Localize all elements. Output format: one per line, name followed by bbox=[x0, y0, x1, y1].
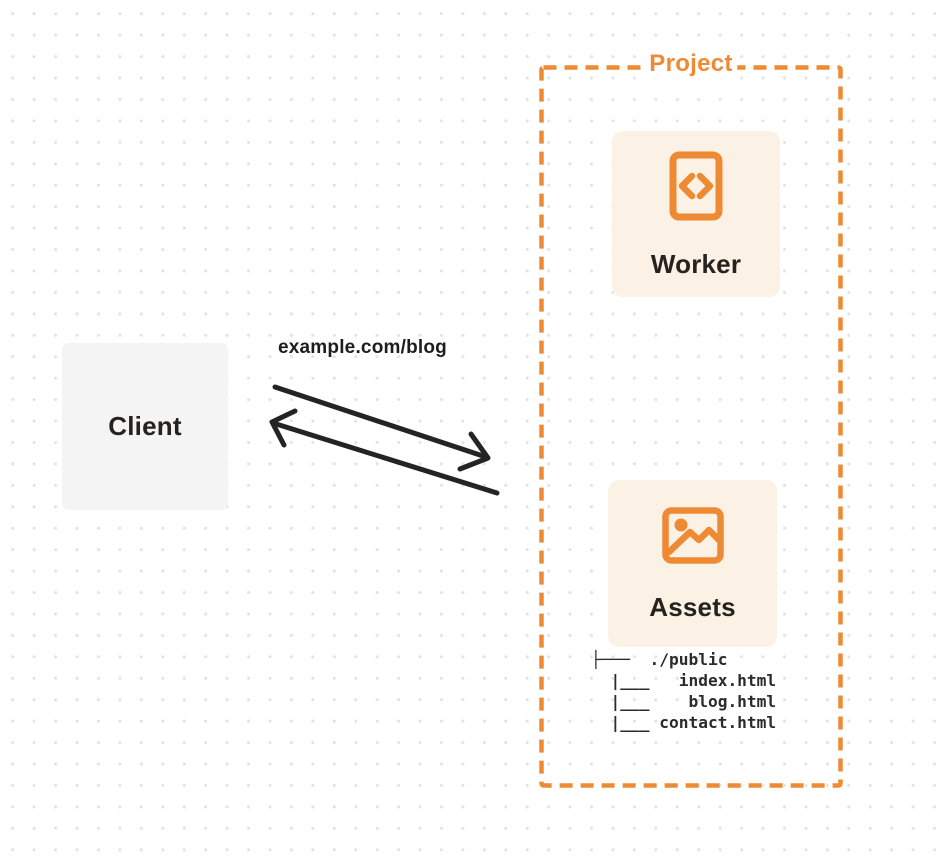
client-label: Client bbox=[108, 411, 182, 441]
request-arrow bbox=[272, 384, 491, 472]
project-title: Project bbox=[644, 49, 738, 79]
worker-node: Worker bbox=[612, 131, 780, 297]
code-document-icon bbox=[669, 151, 723, 221]
assets-node: Assets bbox=[608, 480, 777, 647]
client-node: Client bbox=[62, 343, 228, 510]
assets-label: Assets bbox=[649, 592, 736, 622]
assets-file-tree: ├─── ./public |___ index.html |___ blog.… bbox=[591, 650, 777, 732]
response-arrow bbox=[269, 408, 500, 496]
request-url-label: example.com/blog bbox=[278, 337, 447, 358]
project-container: Project Worker Assets bbox=[539, 49, 843, 788]
worker-label: Worker bbox=[650, 249, 742, 279]
image-icon bbox=[661, 507, 724, 564]
